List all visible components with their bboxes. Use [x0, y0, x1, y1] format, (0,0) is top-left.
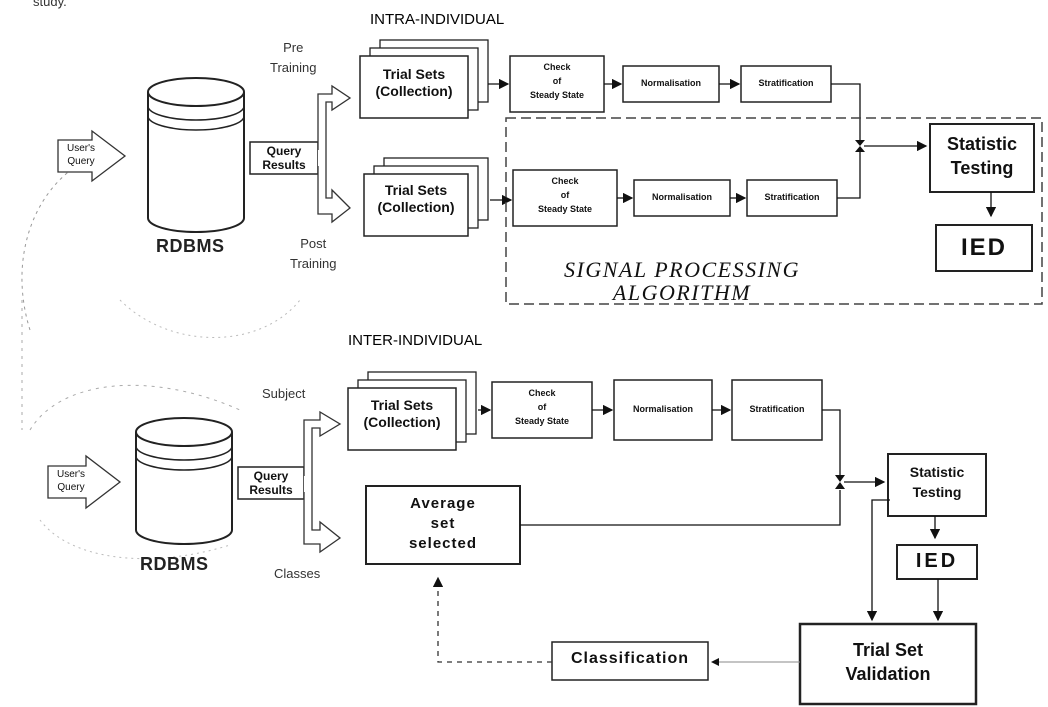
- statistic-testing-label-top: Statistic Testing: [946, 134, 1018, 178]
- trial-sets-label-post: Trial Sets (Collection): [377, 182, 455, 215]
- subject-label: Subject: [262, 386, 306, 401]
- trial-sets-stack-inter: [347, 371, 477, 451]
- trial-set-validation-box: [798, 622, 978, 706]
- check-steady-label-post: Check of Steady State: [537, 176, 593, 214]
- inter-title: INTER-INDIVIDUAL: [348, 332, 483, 349]
- algorithm-label: ALGORITHM: [612, 280, 752, 305]
- rdbms-label-bottom: RDBMS: [140, 554, 209, 574]
- stratification-box-pre: [740, 65, 832, 103]
- post-training-label: Post Training: [290, 236, 337, 271]
- users-query-arrow-top: [57, 129, 127, 183]
- trial-set-validation-label: Trial Set Validation: [845, 640, 931, 684]
- query-results-label-bottom: Query Results: [249, 469, 293, 497]
- stratification-label-inter: Stratification: [749, 404, 805, 414]
- query-results-box-top: [249, 141, 319, 175]
- branch-arrow-top: [317, 84, 352, 224]
- trial-sets-label-pre: Trial Sets (Collection): [375, 66, 453, 99]
- loop-arc-bottom: [39, 519, 231, 560]
- statistic-testing-label-bottom: Statistic Testing: [909, 464, 965, 500]
- loop-arc-top-2: [119, 299, 301, 338]
- trial-sets-stack-pre: [359, 39, 489, 119]
- normalisation-label-inter: Normalisation: [632, 404, 693, 414]
- trial-sets-stack-post: [363, 157, 489, 237]
- trial-sets-label-inter: Trial Sets (Collection): [363, 397, 441, 430]
- rdbms-label-top: RDBMS: [156, 236, 225, 256]
- ied-box-bottom: [896, 544, 978, 580]
- signal-processing-boundary: [505, 117, 1043, 305]
- normalisation-box-post: [633, 179, 731, 217]
- classification-box: [551, 641, 709, 681]
- signal-processing-label: SIGNAL PROCESSING: [564, 257, 800, 282]
- check-steady-label-pre: Check of Steady State: [529, 62, 585, 100]
- users-query-arrow-bottom: [47, 454, 122, 510]
- check-steady-label-inter: Check of Steady State: [514, 388, 570, 426]
- check-steady-box-pre: [509, 55, 605, 113]
- stratification-label-post: Stratification: [764, 192, 820, 202]
- rdbms-cylinder-bottom: [135, 417, 233, 545]
- statistic-testing-box-top: [929, 123, 1035, 193]
- normalisation-box-inter: [613, 379, 713, 441]
- ied-label-bottom: IED: [915, 550, 959, 572]
- users-query-label-bottom: User's Query: [56, 469, 86, 493]
- ied-box-top: [935, 224, 1033, 272]
- check-steady-box-inter: [491, 381, 593, 439]
- rdbms-cylinder-top: [147, 77, 245, 233]
- normalisation-label-post: Normalisation: [651, 192, 712, 202]
- check-steady-box-post: [512, 169, 618, 227]
- top-fragment: study.: [33, 0, 67, 9]
- intra-title: INTRA-INDIVIDUAL: [370, 11, 505, 28]
- average-set-label: Average set selected: [408, 495, 478, 552]
- classes-label: Classes: [274, 566, 321, 581]
- loop-arc-top: [21, 149, 111, 331]
- ied-label-top: IED: [960, 234, 1007, 261]
- junction-bottom: [835, 475, 845, 489]
- stratification-label-pre: Stratification: [758, 78, 814, 88]
- junction-top: [855, 140, 865, 152]
- classification-label: Classification: [570, 650, 690, 667]
- loop-arc-bottom-2: [29, 384, 241, 431]
- normalisation-label-pre: Normalisation: [640, 78, 701, 88]
- users-query-label-top: User's Query: [66, 143, 96, 167]
- stratification-box-inter: [731, 379, 823, 441]
- average-set-box: [365, 485, 521, 565]
- branch-arrow-bottom: [303, 410, 342, 554]
- pre-training-label: Pre Training: [270, 40, 317, 75]
- query-results-label-top: Query Results: [262, 144, 306, 172]
- statistic-testing-box-bottom: [887, 453, 987, 517]
